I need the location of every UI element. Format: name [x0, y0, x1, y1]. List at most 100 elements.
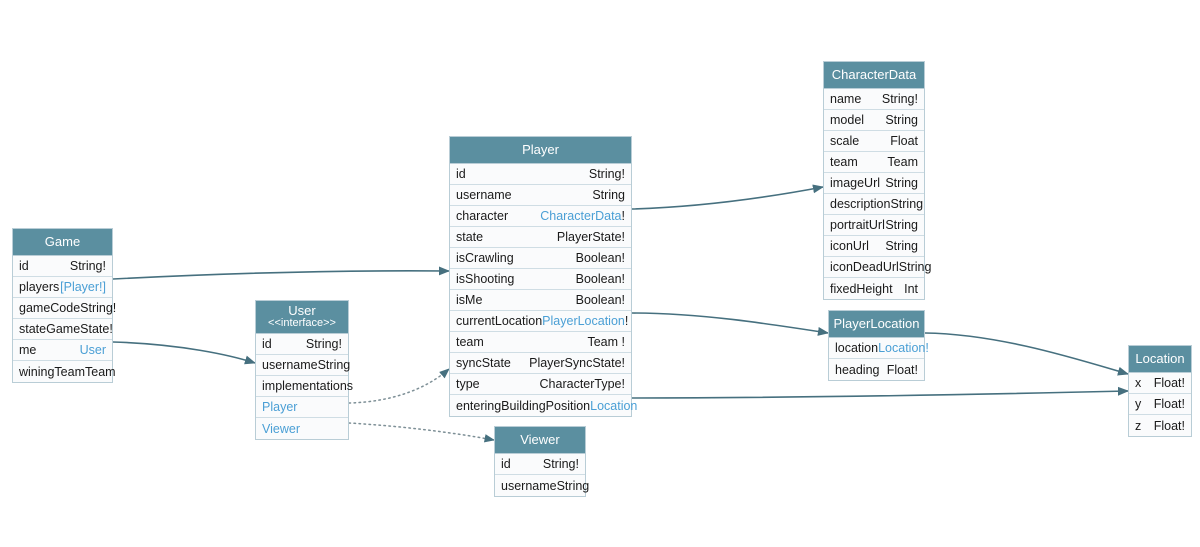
table-row[interactable]: scale Float — [824, 131, 924, 153]
table-row[interactable]: character CharacterData! — [450, 206, 631, 228]
field-type: Boolean! — [575, 251, 625, 266]
field-name: location — [835, 341, 879, 356]
table-row[interactable]: description String — [824, 194, 924, 216]
table-row[interactable]: username String — [256, 355, 350, 377]
field-type: String! — [69, 259, 106, 274]
entity-user-stereotype: <<interface>> — [268, 316, 336, 329]
entity-game[interactable]: Game id String! players [Player!] gameCo… — [12, 228, 116, 384]
field-type[interactable]: Location! — [878, 341, 929, 356]
entity-playerlocation[interactable]: PlayerLocation location Location! headin… — [828, 310, 929, 382]
entity-user-title: User <<interface>> — [256, 301, 348, 335]
implementations-header: implementations — [256, 376, 354, 398]
table-row[interactable]: z Float! — [1129, 415, 1191, 437]
field-type: PlayerSyncState! — [529, 356, 625, 371]
entity-viewer[interactable]: Viewer id String! username String — [494, 426, 589, 498]
table-row[interactable]: imageUrl String — [824, 173, 924, 195]
field-type: String! — [305, 337, 342, 352]
edge-player-enteringbuildingposition-to-location — [631, 386, 1130, 399]
list-item[interactable]: Viewer — [256, 418, 348, 440]
field-name: portraitUrl — [830, 218, 885, 233]
table-row[interactable]: players [Player!] — [13, 277, 112, 299]
field-name: currentLocation — [456, 314, 543, 329]
entity-player[interactable]: Player id String! username String charac… — [449, 136, 637, 418]
field-name: scale — [830, 134, 860, 149]
field-name: model — [830, 113, 865, 128]
field-name: id — [501, 457, 511, 472]
table-row[interactable]: team Team ! — [450, 332, 631, 354]
table-row[interactable]: model String — [824, 110, 924, 132]
field-name: isCrawling — [456, 251, 514, 266]
edge-game-me-to-user — [112, 341, 257, 365]
field-type: String! — [80, 301, 117, 316]
field-type[interactable]: CharacterData! — [540, 209, 625, 223]
field-type-text: PlayerLocation — [542, 314, 625, 329]
table-row[interactable]: enteringBuildingPosition Location — [450, 395, 637, 417]
field-name: heading — [835, 362, 880, 377]
table-row[interactable]: id String! — [13, 256, 112, 278]
field-type[interactable]: PlayerLocation! — [542, 314, 628, 328]
edge-game-players-to-player — [112, 266, 451, 280]
field-name: y — [1135, 397, 1142, 412]
table-row[interactable]: username String — [495, 475, 589, 497]
field-type[interactable]: Location — [590, 398, 638, 413]
field-name: fixedHeight — [830, 281, 893, 296]
entity-user[interactable]: User <<interface>> id String! username S… — [255, 300, 354, 441]
edge-user-implements-player — [348, 368, 450, 404]
table-row[interactable]: name String! — [824, 89, 924, 111]
field-name: username — [262, 358, 318, 373]
table-row[interactable]: x Float! — [1129, 373, 1191, 395]
table-row[interactable]: id String! — [495, 454, 585, 476]
implementation-name[interactable]: Player — [262, 400, 298, 415]
field-type: Float — [890, 134, 918, 149]
table-row[interactable]: iconUrl String — [824, 236, 924, 258]
field-type[interactable]: User — [79, 343, 106, 358]
field-name: syncState — [456, 356, 511, 371]
field-type: Float! — [1153, 397, 1185, 412]
table-row[interactable]: currentLocation PlayerLocation! — [450, 311, 631, 333]
implementation-name[interactable]: Viewer — [262, 421, 300, 436]
field-name: winingTeam — [19, 364, 86, 379]
implementations-label: implementations — [262, 379, 354, 394]
list-item[interactable]: Player — [256, 397, 348, 419]
entity-user-title-text: User — [288, 303, 316, 318]
table-row[interactable]: isMe Boolean! — [450, 290, 631, 312]
field-name: character — [456, 209, 509, 224]
table-row[interactable]: team Team — [824, 152, 924, 174]
entity-location[interactable]: Location x Float! y Float! z Float! — [1128, 345, 1192, 438]
field-type[interactable]: [Player!] — [60, 280, 106, 295]
field-type: String! — [881, 92, 918, 107]
table-row[interactable]: isShooting Boolean! — [450, 269, 631, 291]
field-name: name — [830, 92, 862, 107]
table-row[interactable]: y Float! — [1129, 394, 1191, 416]
table-row[interactable]: portraitUrl String — [824, 215, 924, 237]
field-name: state — [456, 230, 484, 245]
field-name: username — [501, 478, 557, 493]
table-row[interactable]: fixedHeight Int — [824, 278, 924, 300]
field-type: String! — [588, 167, 625, 182]
table-row[interactable]: username String — [450, 185, 631, 207]
field-name: team — [830, 155, 858, 170]
table-row[interactable]: type CharacterType! — [450, 374, 631, 396]
table-row[interactable]: id String! — [256, 334, 348, 356]
field-type: String! — [542, 457, 579, 472]
table-row[interactable]: state GameState! — [13, 319, 113, 341]
table-row[interactable]: id String! — [450, 164, 631, 186]
table-row[interactable]: winingTeam Team — [13, 361, 116, 383]
entity-game-title: Game — [13, 229, 112, 257]
table-row[interactable]: location Location! — [829, 338, 929, 360]
field-type-text: CharacterData — [540, 209, 622, 224]
field-type: Float! — [1153, 376, 1185, 391]
entity-characterdata[interactable]: CharacterData name String! model String … — [823, 61, 931, 301]
table-row[interactable]: state PlayerState! — [450, 227, 631, 249]
table-row[interactable]: syncState PlayerSyncState! — [450, 353, 631, 375]
entity-player-title: Player — [450, 137, 631, 165]
field-type: Int — [904, 281, 918, 296]
table-row[interactable]: iconDeadUrl String — [824, 257, 931, 279]
table-row[interactable]: me User — [13, 340, 112, 362]
table-row[interactable]: isCrawling Boolean! — [450, 248, 631, 270]
field-type: CharacterType! — [539, 377, 625, 392]
field-type-nonnull: ! — [624, 314, 629, 329]
table-row[interactable]: gameCode String! — [13, 298, 116, 320]
field-type: Boolean! — [575, 293, 625, 308]
table-row[interactable]: heading Float! — [829, 359, 924, 381]
